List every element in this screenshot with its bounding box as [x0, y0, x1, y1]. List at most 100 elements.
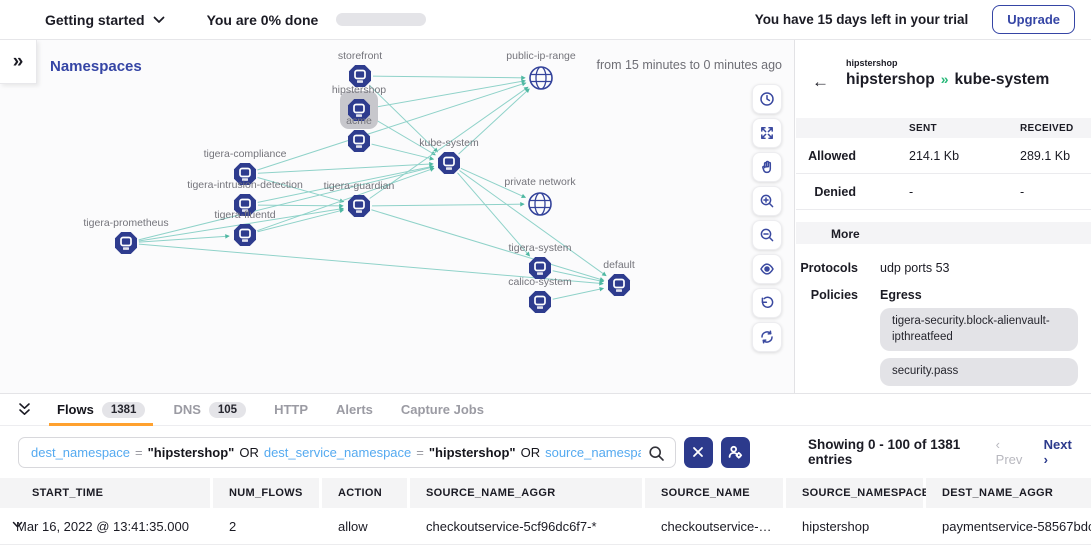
graph-node-label: private network — [504, 176, 576, 188]
graph-node-label: kube-system — [419, 137, 479, 149]
details-eyebrow: hipstershop — [846, 58, 898, 68]
filter-token-field: dest_service_namespace — [263, 444, 412, 460]
user-settings-button[interactable] — [720, 436, 750, 468]
history-button[interactable] — [752, 84, 782, 114]
stat-row-denied: Denied - - — [796, 174, 1091, 210]
filter-token-bool: OR — [520, 444, 541, 460]
graph-edge-acme-to-kube-system — [371, 143, 435, 161]
column-header-num_flows[interactable]: NUM_FLOWS — [213, 478, 319, 508]
namespace-icon — [528, 290, 552, 314]
policies-direction: Egress — [880, 288, 922, 302]
getting-started-menu[interactable]: Getting started — [45, 12, 165, 28]
column-header-source_name[interactable]: SOURCE_NAME — [645, 478, 783, 508]
graph-node-label: storefront — [337, 50, 383, 62]
zoom-in-button[interactable] — [752, 186, 782, 216]
graph-node-label: tigera-prometheus — [83, 217, 169, 229]
time-range-label: from 15 minutes to 0 minutes ago — [596, 58, 782, 72]
visibility-button[interactable] — [752, 254, 782, 284]
double-chevron-right-icon: » — [12, 50, 24, 72]
protocols-value: udp ports 53 — [880, 261, 950, 275]
graph-node-label: calico-system — [508, 276, 572, 288]
graph-edge-tigera-prometheus-to-default — [138, 243, 604, 286]
graph-edge-storefront-to-public-ip-range — [372, 75, 526, 81]
pager: ‹ Prev Next › — [996, 437, 1077, 467]
top-bar: Getting started You are 0% done You have… — [0, 0, 1091, 40]
back-arrow-icon[interactable]: ← — [812, 72, 829, 91]
tab-label: Alerts — [336, 402, 373, 417]
expand-panel-button[interactable]: » — [0, 40, 37, 84]
cell-start_time: Mar 16, 2022 @ 13:41:35.000 — [16, 518, 189, 534]
namespace-icon — [233, 193, 257, 217]
zoom-out-icon — [760, 228, 774, 242]
tab-label: DNS — [173, 402, 201, 417]
fit-view-button[interactable] — [752, 118, 782, 148]
graph-edge-hipstershop-to-kube-system — [369, 116, 436, 156]
namespace-icon — [347, 129, 371, 153]
user-settings-icon — [729, 445, 743, 459]
tab-http[interactable]: HTTP — [260, 393, 322, 426]
trial-days-left-label: You have 15 days left in your trial — [754, 12, 969, 27]
namespace-icon — [347, 194, 371, 218]
namespace-icon — [528, 256, 552, 280]
policy-pill[interactable]: tigera-security.block-alienvault-ipthrea… — [880, 308, 1078, 352]
graph-view-title: Namespaces — [50, 58, 142, 75]
graph-edges — [138, 75, 607, 300]
stat-label: Denied — [814, 185, 856, 199]
graph-edge-tigera-guardian-to-private-network — [371, 201, 525, 207]
graph-edge-calico-system-to-default — [552, 286, 605, 300]
tab-count-badge: 1381 — [101, 401, 146, 418]
tab-alerts[interactable]: Alerts — [322, 393, 387, 426]
collapse-table-button[interactable] — [16, 402, 33, 417]
row-expander-chevron-icon[interactable] — [12, 521, 23, 529]
stat-sent: - — [909, 185, 914, 199]
tab-capture-jobs[interactable]: Capture Jobs — [387, 393, 498, 426]
zoom-out-button[interactable] — [752, 220, 782, 250]
cell-num_flows: 2 — [229, 518, 237, 534]
pan-button[interactable] — [752, 152, 782, 182]
column-header-source_namespace[interactable]: SOURCE_NAMESPACE — [786, 478, 929, 508]
graph-edge-kube-system-to-default — [459, 170, 607, 277]
fit-view-icon — [761, 127, 773, 139]
edge-details-panel: hipstershop ← hipstershop»kube-system SE… — [796, 40, 1091, 393]
stat-received: - — [1020, 185, 1025, 199]
details-title-dest: kube-system — [954, 71, 1050, 88]
refresh-button[interactable] — [752, 322, 782, 352]
stats-header: SENT RECEIVED — [796, 118, 1091, 138]
policy-pill[interactable]: security.pass — [880, 358, 1078, 386]
next-page-button[interactable]: Next › — [1043, 437, 1072, 467]
column-header-source_name_aggr[interactable]: SOURCE_NAME_AGGR — [410, 478, 642, 508]
stat-label: Allowed — [808, 149, 856, 163]
details-title: hipstershop»kube-system — [846, 71, 1049, 89]
eye-icon — [760, 263, 774, 275]
filter-token-bool: OR — [239, 444, 259, 460]
graph-edge-tigera-guardian-to-default — [371, 209, 605, 282]
graph-node-label: public-ip-range — [506, 50, 576, 62]
tab-label: Capture Jobs — [400, 402, 484, 417]
undo-button[interactable] — [752, 288, 782, 318]
namespace-icon — [233, 223, 257, 247]
graph-node-label: tigera-compliance — [203, 148, 287, 160]
filter-token-value: "hipstershop" — [147, 444, 235, 460]
filter-token-value: "hipstershop" — [428, 444, 516, 460]
filter-token-field: source_namespace — [545, 444, 641, 460]
column-header-action[interactable]: ACTION — [322, 478, 407, 508]
graph-toolbar — [752, 84, 782, 352]
details-title-source: hipstershop — [846, 71, 935, 88]
clear-filter-button[interactable] — [683, 436, 713, 468]
graph-edge-kube-system-to-public-ip-range — [458, 88, 530, 155]
namespace-icon — [114, 231, 138, 255]
upgrade-button[interactable]: Upgrade — [992, 5, 1075, 34]
filter-token-field: dest_namespace — [31, 444, 131, 460]
column-header-dest_name_aggr[interactable]: DEST_NAME_AGGR — [926, 478, 1091, 508]
graph-edge-tigera-intrusion-detection-to-kube-system — [257, 164, 435, 203]
graph-edge-tigera-fluentd-to-tigera-guardian — [257, 208, 345, 233]
column-header-start_time[interactable]: START_TIME — [0, 478, 210, 508]
